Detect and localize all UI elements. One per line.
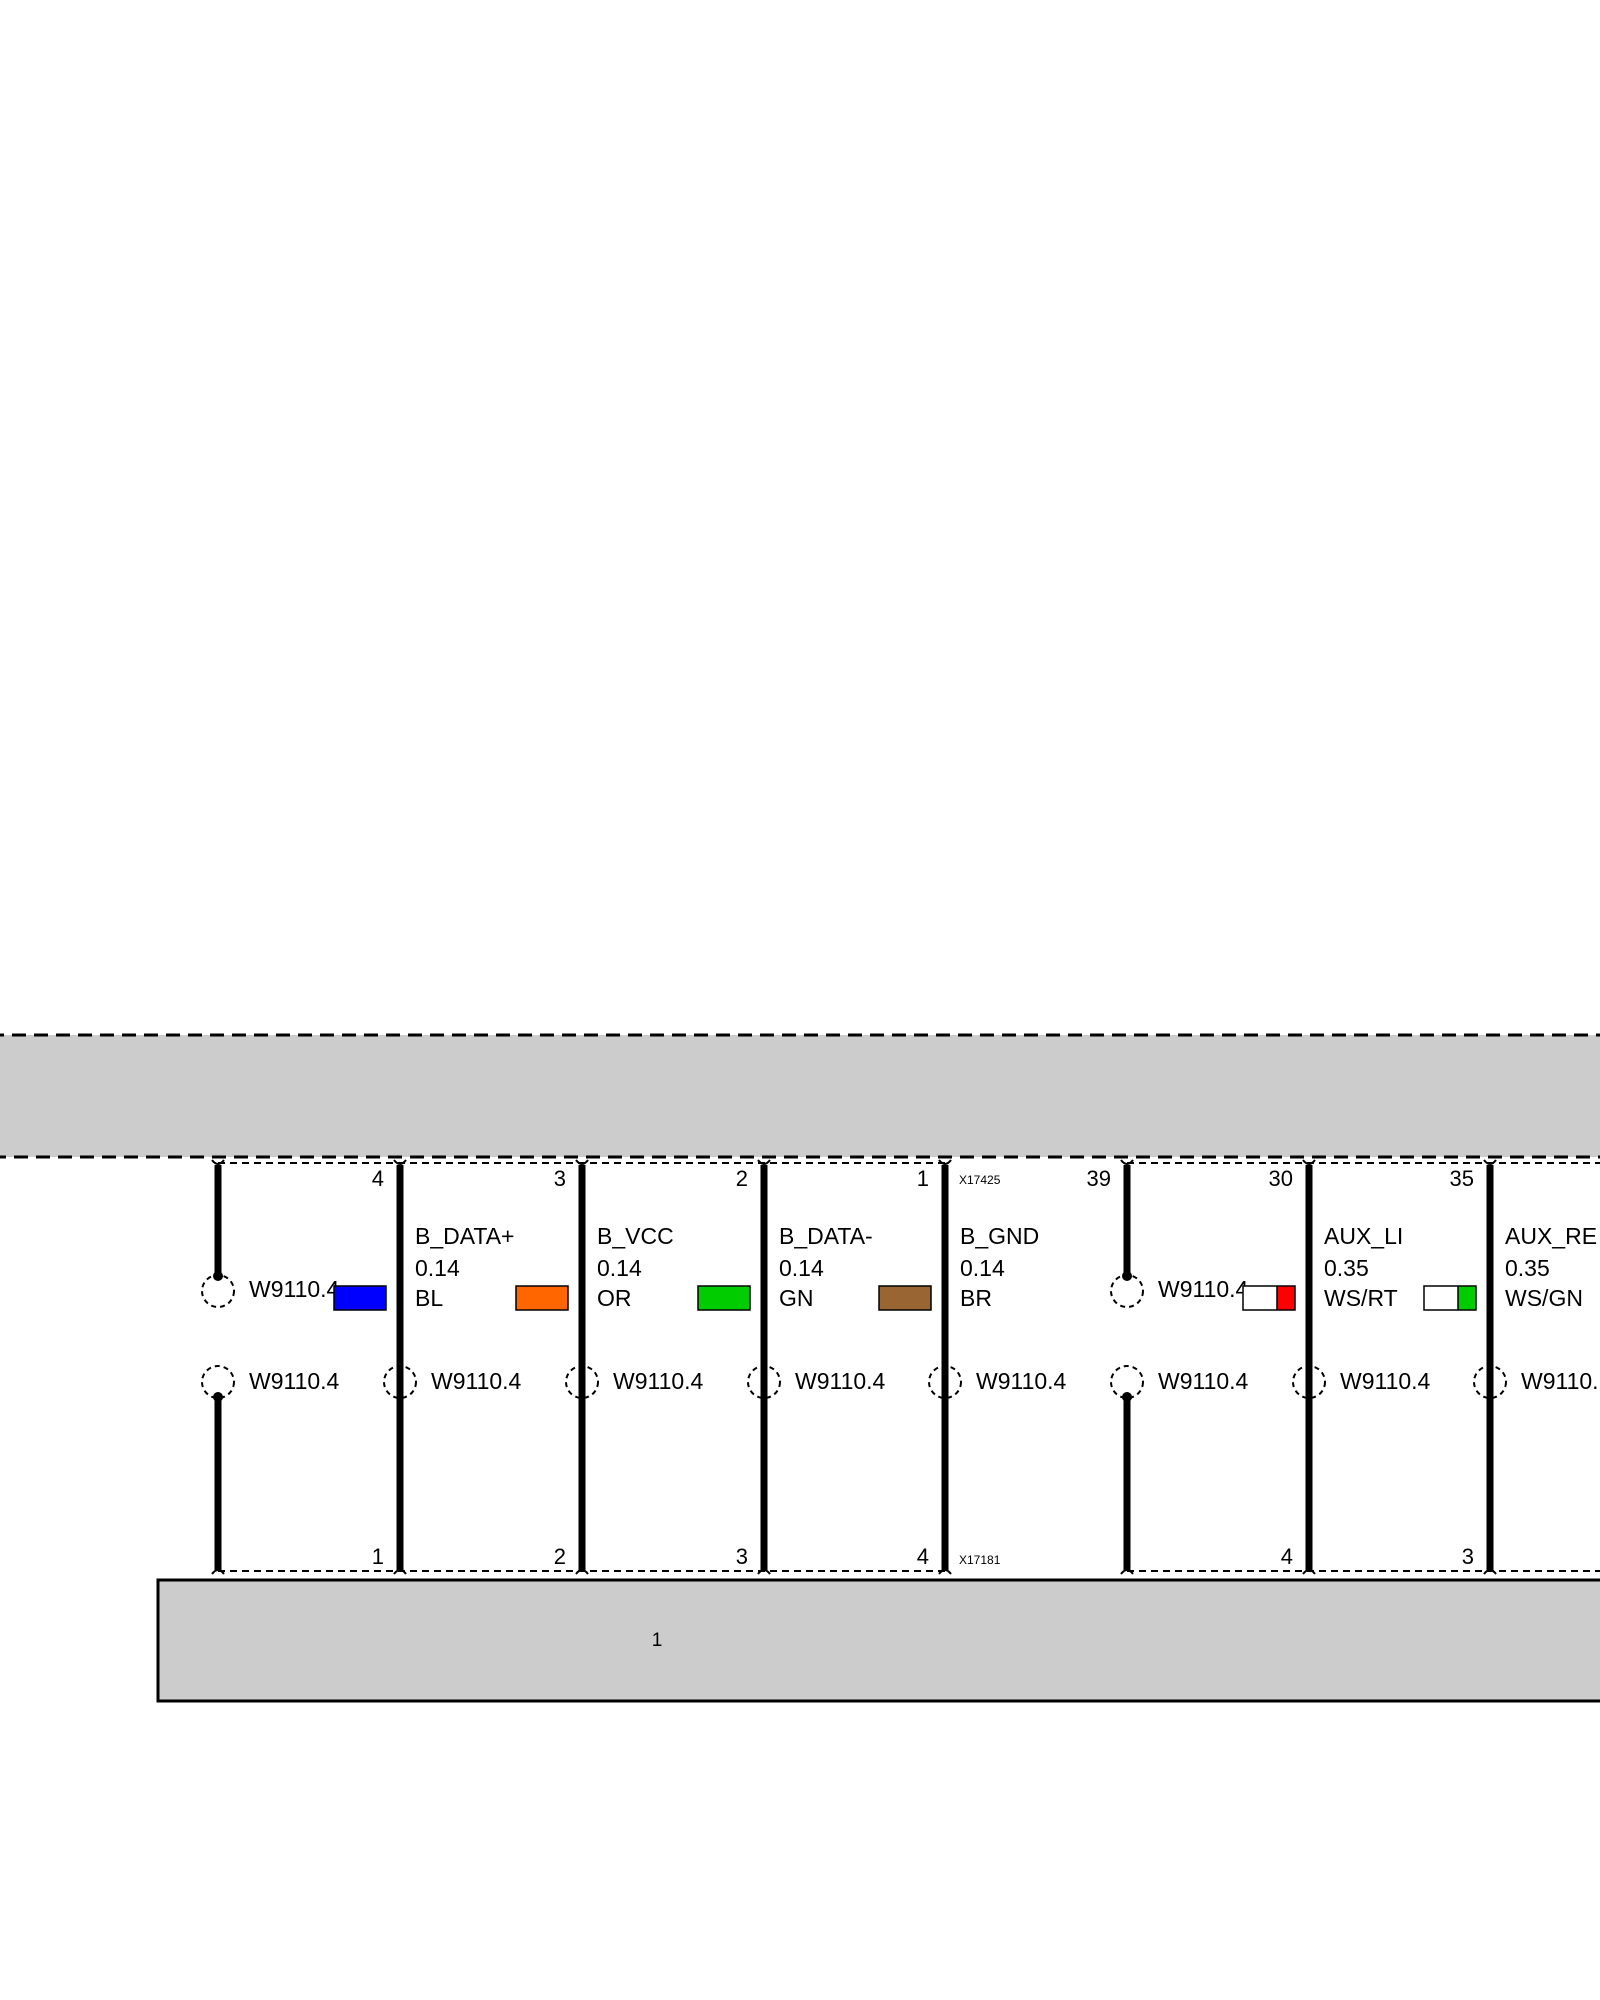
wire-color-swatch: [333, 1285, 387, 1311]
lower-splice-marker: [1473, 1365, 1507, 1399]
top-connector-id: X17425: [959, 1173, 1001, 1187]
signal-name: B_GND: [960, 1223, 1039, 1249]
top-pin-number: 39: [1087, 1166, 1111, 1191]
lower-splice-marker: [1110, 1365, 1144, 1399]
wire-color-code: WS/RT: [1324, 1285, 1398, 1311]
wire-color-code: GN: [779, 1285, 814, 1311]
pin-cap-top: [1120, 1159, 1134, 1165]
lower-splice-label: W9110.4: [249, 1368, 340, 1394]
signal-name: B_DATA-: [779, 1223, 873, 1249]
pin-cap-top: [757, 1159, 771, 1165]
wire-gauge: 0.14: [960, 1255, 1005, 1281]
lower-splice-marker: [928, 1365, 962, 1399]
top-pin-number: 2: [736, 1166, 748, 1191]
upper-splice-marker: [1110, 1274, 1144, 1308]
wire-color-code: BL: [415, 1285, 443, 1311]
pin-cap-top: [1483, 1159, 1497, 1165]
wire-color-code: BR: [960, 1285, 992, 1311]
lower-splice-label: W9110.4: [613, 1368, 704, 1394]
wire-gauge: 0.14: [415, 1255, 460, 1281]
signal-name: B_VCC: [597, 1223, 674, 1249]
bottom-pin-number: 4: [1281, 1544, 1293, 1569]
wire-color-swatch: [1242, 1285, 1296, 1311]
wire-color-code: WS/GN: [1505, 1285, 1583, 1311]
bottom-pin-number: 1: [372, 1544, 384, 1569]
pin-cap-top: [938, 1159, 952, 1165]
wire-end-dot: [1122, 1392, 1132, 1402]
bottom-connector-id: X17181: [959, 1553, 1001, 1567]
lower-splice-label: W9110.4: [1158, 1368, 1249, 1394]
top-pin-number: 35: [1450, 1166, 1474, 1191]
lower-splice-label: W9110.4: [1340, 1368, 1431, 1394]
lower-splice-label: W9110.: [1521, 1368, 1599, 1394]
wire-gauge: 0.35: [1324, 1255, 1369, 1281]
lower-splice-marker: [565, 1365, 599, 1399]
wire-end-dot: [213, 1392, 223, 1402]
top-component-box: [0, 1033, 1600, 1159]
lower-splice-marker: [747, 1365, 781, 1399]
pin-cap-top: [1302, 1159, 1316, 1165]
wire-gauge: 0.14: [597, 1255, 642, 1281]
lower-splice-marker: [1292, 1365, 1326, 1399]
wire-color-swatch: [1423, 1285, 1477, 1311]
wire-gauge: 0.14: [779, 1255, 824, 1281]
signal-name: B_DATA+: [415, 1223, 515, 1249]
bottom-pin-number: 4: [917, 1544, 929, 1569]
wire-gauge: 0.35: [1505, 1255, 1550, 1281]
wire-color-swatch: [697, 1285, 751, 1311]
wire-color-swatch: [515, 1285, 569, 1311]
wire-color-swatch: [878, 1285, 932, 1311]
pin-cap-top: [211, 1159, 225, 1165]
wire-color-swatch-base: [1424, 1286, 1458, 1310]
wire-color-swatch-stripe: [1277, 1286, 1295, 1310]
lower-splice-label: W9110.4: [431, 1368, 522, 1394]
top-pin-number: 4: [372, 1166, 384, 1191]
upper-splice-label: W9110.4: [1158, 1276, 1249, 1302]
pin-cap-top: [575, 1159, 589, 1165]
wire-color-swatch-stripe: [1458, 1286, 1476, 1310]
bottom-pin-number: 3: [736, 1544, 748, 1569]
top-pin-number: 3: [554, 1166, 566, 1191]
bottom-pin-number: 2: [554, 1544, 566, 1569]
lower-splice-label: W9110.4: [795, 1368, 886, 1394]
bottom-component-box: [156, 1578, 1600, 1703]
wire-color-swatch-base: [1243, 1286, 1277, 1310]
bottom-pin-number: 3: [1462, 1544, 1474, 1569]
wire-color-code: OR: [597, 1285, 632, 1311]
upper-splice-marker: [201, 1274, 235, 1308]
signal-name: AUX_LI: [1324, 1223, 1403, 1249]
lower-splice-label: W9110.4: [976, 1368, 1067, 1394]
bottom-module-label: 1: [652, 1630, 663, 1651]
lower-splice-marker: [383, 1365, 417, 1399]
upper-splice-label: W9110.4: [249, 1276, 340, 1302]
top-pin-number: 1: [917, 1166, 929, 1191]
pin-cap-top: [393, 1159, 407, 1165]
signal-name: AUX_RE: [1505, 1223, 1597, 1249]
lower-splice-marker: [201, 1365, 235, 1399]
top-pin-number: 30: [1269, 1166, 1293, 1191]
